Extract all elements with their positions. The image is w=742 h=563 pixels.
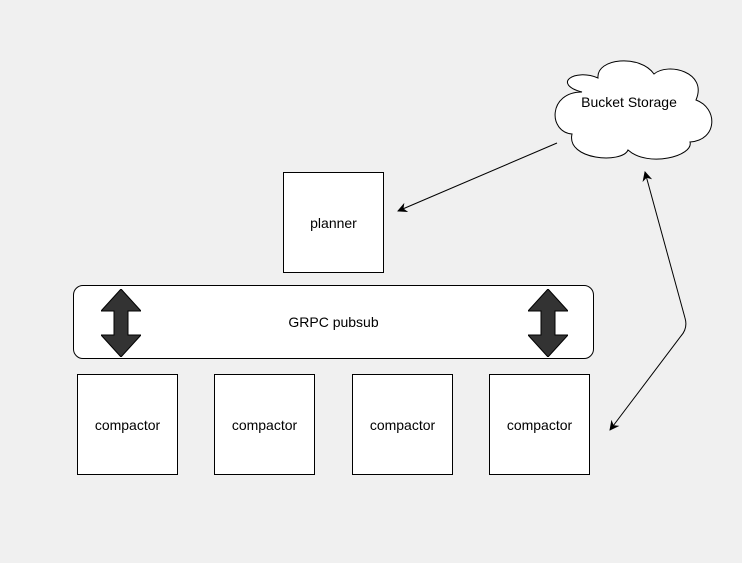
double-arrow-left-icon xyxy=(101,289,141,357)
compactor-node-3: compactor xyxy=(352,374,453,475)
grpc-pubsub-node: GRPC pubsub xyxy=(73,285,594,359)
edge-storage-to-planner xyxy=(397,142,558,213)
compactor-node-1: compactor xyxy=(77,374,178,475)
compactor-label: compactor xyxy=(231,416,298,433)
compactor-label: compactor xyxy=(506,416,573,433)
edge-storage-to-compactor xyxy=(609,171,687,431)
double-arrow-right-icon xyxy=(528,289,568,357)
grpc-pubsub-label: GRPC pubsub xyxy=(288,314,379,330)
planner-label: planner xyxy=(310,214,357,231)
bucket-storage-cloud xyxy=(554,60,713,160)
compactor-label: compactor xyxy=(369,416,436,433)
bucket-storage-label: Bucket Storage xyxy=(581,94,677,110)
compactor-node-2: compactor xyxy=(214,374,315,475)
compactor-label: compactor xyxy=(94,416,161,433)
compactor-node-4: compactor xyxy=(489,374,590,475)
planner-node: planner xyxy=(283,172,384,273)
